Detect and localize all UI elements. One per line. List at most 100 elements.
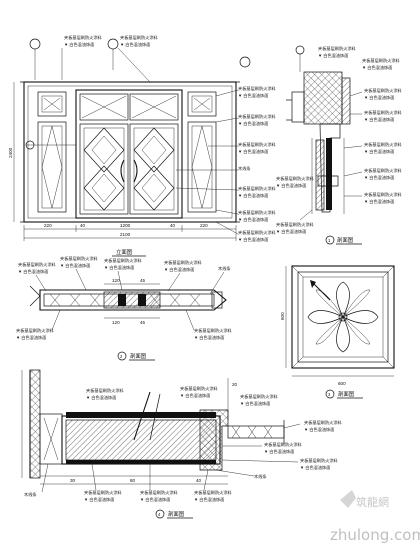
sec4-note-11b: ▼ 白色混油饰面	[194, 496, 224, 503]
panel-dim-w: 600	[338, 381, 346, 386]
sec1-note-3b: ▼ 白色混油饰面	[364, 94, 394, 101]
elev-callout-6: 夹板基层刷防火涂料	[238, 209, 277, 216]
watermark-text: zhulong.com	[330, 526, 420, 544]
sec1-note-8: 夹板基层刷防火涂料	[276, 221, 315, 228]
sec1-note-5: 夹板基层刷防火涂料	[364, 141, 403, 148]
elev-dim-total: 2100	[120, 232, 131, 237]
sec2-note-5: 木线条	[218, 265, 231, 272]
grid-bubble-left	[29, 38, 41, 50]
sec2-dim-c: 45	[140, 278, 146, 283]
elev-note-top-1b: ▼ 白色混油饰面	[64, 41, 94, 48]
rosette-panel-detail: 600 600 3 剖面图	[280, 265, 395, 399]
sec1-note-1: 夹板基层刷防火涂料	[318, 45, 357, 52]
sec2-note-3b: ▼ 白色混油饰面	[104, 264, 134, 271]
sec2-note-4: 夹板基层刷防火涂料	[164, 259, 203, 266]
rosette-ornament	[307, 280, 379, 353]
sec4-note-7: 木线条	[254, 473, 267, 480]
sec2-note-7: 夹板基层刷防火涂料	[194, 327, 233, 334]
elev-dim-right: 220	[200, 223, 208, 228]
sec2-note-4b: ▼ 白色混油饰面	[164, 266, 194, 273]
sec1-note-2b: ▼ 白色混油饰面	[362, 64, 392, 71]
sec4-dim-b: 80	[130, 478, 136, 483]
grid-bubble-right	[239, 56, 251, 68]
panel-bubble-num: 3	[328, 392, 331, 397]
sec2-note-3: 夹板基层刷防火涂料	[104, 257, 143, 264]
elev-callout-5: 夹板基层刷防火涂料	[238, 185, 277, 192]
sec2-dim-d: 45	[140, 320, 146, 325]
sec1-note-3: 夹板基层刷防火涂料	[364, 87, 403, 94]
sec1-note-4b: ▼ 白色混油饰面	[364, 116, 394, 123]
sec1-title: 剖面图	[337, 236, 353, 244]
elev-dim-small-r: 40	[170, 223, 176, 228]
sec4-note-4b: ▼ 白色混油饰面	[304, 426, 334, 433]
sec4-dim-c: 40	[196, 478, 202, 483]
sec1-note-9b: ▼ 白色混油饰面	[276, 182, 306, 189]
watermark-cn: 筑龍網	[356, 495, 389, 509]
sec4-note-6: 夹板基层刷防火涂料	[300, 457, 339, 464]
elev-callout-1: 夹板基层刷防火涂料	[238, 85, 277, 92]
panel-dim-h: 600	[280, 312, 285, 320]
sec1-note-8b: ▼ 白色混油饰面	[276, 228, 306, 235]
elev-note-top-1: 夹板基层刷防火涂料	[64, 34, 103, 41]
sec4-note-9: 夹板基层刷防火涂料	[84, 489, 123, 496]
sec2-note-1: 夹板基层刷防火涂料	[18, 261, 57, 268]
elev-callouts-right: 夹板基层刷防火涂料 ▼ 白色混油饰面 夹板基层刷防火涂料 ▼ 白色混油饰面 夹板…	[175, 85, 277, 243]
sec1-note-9: 夹板基层刷防火涂料	[276, 175, 315, 182]
elev-callout-2: 夹板基层刷防火涂料	[238, 113, 277, 120]
sec4-note-10b: ▼ 白色混油饰面	[140, 496, 170, 503]
sec1-note-4: 夹板基层刷防火涂料	[364, 109, 403, 116]
section-detail-2: 夹板基层刷防火涂料 ▼ 白色混油饰面 夹板基层刷防火涂料 ▼ 白色混油饰面 夹板…	[16, 255, 233, 361]
elev-callout-7: 夹板基层刷防火涂料	[238, 229, 277, 236]
elev-title: 立面图	[116, 248, 132, 256]
sec4-note-5: 夹板基层刷防火涂料	[264, 441, 303, 448]
sec1-note-6: 夹板基层刷防火涂料	[364, 167, 403, 174]
section-detail-4: 夹板基层刷防火涂料 ▼ 白色混油饰面 夹板基层刷防火涂料 ▼ 白色混油饰面 夹板…	[21, 369, 343, 519]
elev-dim-small-l: 40	[80, 223, 86, 228]
sec4-note-10: 夹板基层刷防火涂料	[140, 489, 179, 496]
sec4-note-1: 夹板基层刷防火涂料	[86, 387, 125, 394]
elev-dim-left: 220	[44, 223, 52, 228]
sec2-note-2b: ▼ 白色混油饰面	[60, 262, 90, 269]
elev-callout-5b: ▼ 白色混油饰面	[238, 192, 268, 199]
sec2-title: 剖面图	[130, 352, 146, 360]
sec2-note-2: 夹板基层刷防火涂料	[60, 255, 99, 262]
elev-callout-7b: ▼ 白色混油饰面	[238, 236, 268, 243]
sec4-note-8: 木线条	[24, 491, 37, 498]
sec2-note-1b: ▼ 白色混油饰面	[18, 268, 48, 275]
elev-callout-3: 夹板基层刷防火涂料	[238, 141, 277, 148]
elev-callout-1b: ▼ 白色混油饰面	[238, 92, 268, 99]
sec2-note-6b: ▼ 白色混油饰面	[16, 334, 46, 341]
sec4-note-3b: ▼ 白色混油饰面	[240, 400, 270, 407]
elev-callout-4: 木线条	[238, 165, 251, 172]
elev-note-top-2: 夹板基层刷防火涂料	[120, 34, 159, 41]
sec4-dim-a: 30	[70, 478, 76, 483]
elev-dim-center: 1200	[120, 223, 131, 228]
grid-bubble-center	[107, 38, 119, 50]
sec4-note-2b: ▼ 白色混油饰面	[180, 392, 210, 399]
sec4-note-2: 夹板基层刷防火涂料	[180, 385, 219, 392]
elev-note-top-2b: ▼ 白色混油饰面	[120, 41, 150, 48]
elev-callout-3b: ▼ 白色混油饰面	[238, 148, 268, 155]
sec1-note-1b: ▼ 白色混油饰面	[318, 52, 348, 59]
elev-callout-6b: ▼ 白色混油饰面	[238, 216, 268, 223]
sec4-note-5b: ▼ 白色混油饰面	[264, 448, 294, 455]
sec4-note-9b: ▼ 白色混油饰面	[84, 496, 114, 503]
sec1-bubble-num: 1	[328, 238, 331, 243]
section-detail-1: 夹板基层刷防火涂料 ▼ 白色混油饰面 夹板基层刷防火涂料 ▼ 白色混油饰面 夹板…	[276, 45, 403, 245]
sec4-dim-d: 20	[232, 382, 238, 387]
sec2-note-6: 夹板基层刷防火涂料	[16, 327, 55, 334]
sec4-title: 剖面图	[168, 510, 184, 518]
sec2-note-7b: ▼ 白色混油饰面	[194, 334, 224, 341]
sec4-note-3: 夹板基层刷防火涂料	[240, 393, 279, 400]
panel-title: 剖面图	[338, 390, 354, 398]
elev-callout-2b: ▼ 白色混油饰面	[238, 120, 268, 127]
sec2-dim-b: 120	[112, 320, 120, 325]
sec1-note-6b: ▼ 白色混油饰面	[364, 174, 394, 181]
watermark: 筑龍網 zhulong.com	[330, 490, 420, 544]
sec4-note-4: 夹板基层刷防火涂料	[304, 419, 343, 426]
door-elevation: 夹板基层刷防火涂料 ▼ 白色混油饰面 夹板基层刷防火涂料 ▼ 白色混油饰面	[8, 34, 277, 257]
sec2-bubble-num: 2	[120, 354, 123, 359]
sec4-note-1b: ▼ 白色混油饰面	[86, 394, 116, 401]
sec4-bubble-num: 4	[158, 512, 161, 517]
